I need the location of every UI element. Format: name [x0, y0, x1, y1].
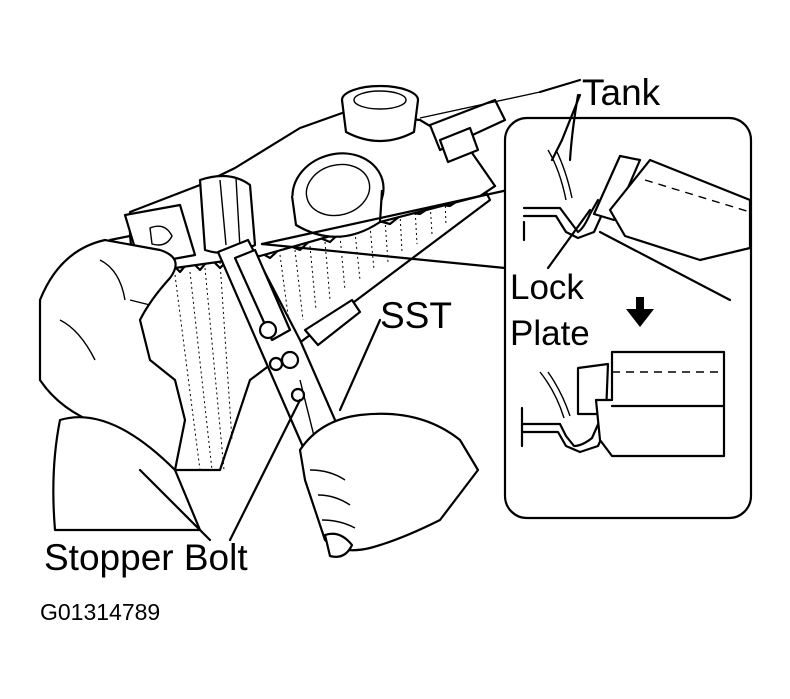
right-hand	[298, 412, 480, 558]
filler-neck	[340, 84, 420, 142]
figure-code: G01314789	[40, 599, 160, 625]
detail-inset	[503, 116, 753, 520]
plate-label: Plate	[510, 314, 590, 353]
radiator-fins	[174, 195, 447, 471]
down-arrow-icon	[626, 297, 654, 327]
sst-label: SST	[380, 295, 452, 336]
overflow-nipple	[428, 98, 507, 164]
inlet-pipe	[290, 152, 385, 238]
leader-lines	[138, 93, 592, 542]
tank-label: Tank	[582, 72, 661, 113]
lock-label: Lock	[510, 268, 584, 307]
callout-lines	[260, 78, 582, 270]
detail-after-crimp	[520, 350, 726, 458]
stopper-bolt-label: Stopper Bolt	[44, 537, 248, 578]
left-hand	[38, 238, 202, 532]
